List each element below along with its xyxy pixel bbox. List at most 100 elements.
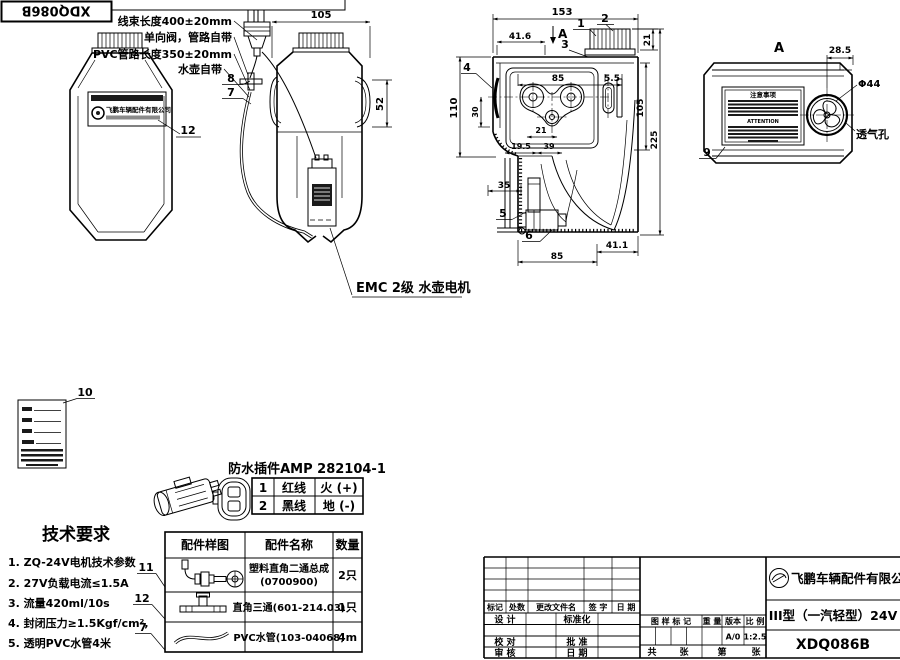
tech-title: 技术要求 [42,524,110,545]
view-front-bottle: 飞鹏车辆配件有限公司 12 [69,32,201,241]
callout-6: 6 [525,229,533,242]
dim-28-5: 28.5 [829,46,851,56]
wire-table: 1 红线 火 (+) 2 黑线 地 (-) [251,477,364,515]
check-valve [239,72,263,91]
part1-code: (0700900) [260,577,318,588]
parts-table: 配件样图 配件名称 数量 塑料直角二通总成 (0700900) 2只 直角三通(… [133,531,363,653]
emc-motor-label: EMC 2级 水壶电机 [356,280,470,296]
dim-110: 110 [449,98,460,119]
bottle-label: 飞鹏车辆配件有限公司 [87,91,171,127]
label-logo-icon [91,106,105,120]
nameplate-fields [21,407,63,466]
vent-fan [800,88,854,142]
tb-no: 第 [717,646,726,658]
tb-review: 审 核 [494,647,515,659]
tech-item-4: 4. 封闭压力≥1.5Kgf/cm², [8,616,149,630]
callout-8: 8 [227,72,235,85]
parts-header-qty: 数量 [335,537,359,552]
tech-item-3: 3. 流量420ml/10s [8,596,110,610]
dim-105: 105 [311,10,332,21]
tech-item-5: 5. 透明PVC水管4米 [8,636,112,650]
rev-header-date: 日 期 [617,602,636,612]
tb-weight: 重 量 [703,616,722,626]
callout-4: 4 [463,61,471,74]
tb-scale: 比 例 [746,616,765,626]
wire-row2-no: 2 [259,499,267,513]
dim-105: 105 [636,99,646,118]
rev-header-sign: 签 字 [588,602,608,612]
tb-scale-value: 1:2.5 [744,633,767,642]
part1-qty: 2只 [338,569,357,582]
wire-row1-wire: 红线 [282,480,306,495]
rev-header-mark: 标记 [486,602,503,612]
label-company-text: 飞鹏车辆配件有限公司 [106,105,171,114]
callout-7b: 7 [139,621,147,634]
model-name: III型（一汽轻型）24V [769,608,898,623]
company-logo-icon [769,568,789,588]
company-block: 飞鹏车辆配件有限公司 III型（一汽轻型）24V XDQ086B [766,568,900,653]
pump-motor [307,154,337,227]
tb-version: 版本 [724,616,741,626]
annotation-valve: 单向阀，管路自带 [144,30,232,44]
section-arrow-label: A [558,27,568,41]
view-a: A 注意事项 ATTENTION 28.5 Φ44 透气孔 9 [699,41,889,164]
rev-header-file: 更改文件名 [536,602,576,612]
part-row-2: 直角三通(601-214.03) 1只 [179,592,357,614]
part2-name: 直角三通(601-214.03) [233,601,346,614]
tb-sheet: 张 [679,646,689,658]
wire-row1-pol: 火 (+) [320,481,357,495]
wire-row2-pol: 地 (-) [323,498,355,513]
dim-19-5: 19.5 [511,142,531,151]
part3-qty: 4m [338,631,357,644]
annotation-harness: 线束长度400±20mm [118,14,232,28]
part-row-1: 塑料直角二通总成 (0700900) 2只 [181,559,357,588]
dim-39: 39 [543,142,555,151]
callout-3: 3 [561,38,569,51]
parts-header-name: 配件名称 [265,537,313,552]
callout-5: 5 [499,207,507,220]
corner-stamp-text: XDQ086B [22,3,91,18]
part-row-3: PVC水管(103-04068) 4m [173,631,357,645]
dim-85: 85 [552,74,565,84]
callout-10: 10 [77,386,93,399]
plug-drawing [153,476,222,516]
callout-7: 7 [227,86,235,99]
tb-date: 日 期 [566,647,587,659]
parts-header-img: 配件样图 [181,537,229,552]
dim-225: 225 [650,131,660,150]
tech-requirements: 技术要求 1. ZQ-24V电机技术参数 2. 27V负载电流≤1.5A 3. … [8,524,149,650]
dim-35: 35 [498,181,511,191]
warning-attention: ATTENTION [747,119,779,125]
callout-9: 9 [703,146,711,159]
tb-mark: 图 样 标 记 [651,616,691,626]
vent-hole-label: 透气孔 [856,127,889,141]
drawing-number: XDQ086B [796,637,870,653]
connector-detail: 防水插件AMP 282104-1 1 红线 火 (+) 2 黑线 地 (-) [153,461,386,521]
callout-12b: 12 [134,592,149,605]
tb-version-value: A/0 [726,633,741,642]
dim-5-5: 5.5 [604,74,620,84]
title-block: 标记 处数 更改文件名 签 字 日 期 设 计 标准化 校 对 批 准 审 核 … [483,556,900,659]
elbow-fitting-drawing [181,559,244,588]
wire-row1-no: 1 [259,481,267,495]
part3-name: PVC水管(103-04068) [233,631,344,644]
tb-standardize: 标准化 [562,614,590,626]
tb-total: 共 [647,646,656,658]
tb-sheet2: 张 [751,646,761,658]
dim-21-top: 21 [643,34,653,47]
view-side-bottle-motor: 105 52 线束长度400±20mm 单向阀，管路自带 PVC管路长度350±… [93,9,470,298]
tb-approve: 批 准 [566,636,587,648]
part2-qty: 1只 [338,601,357,614]
dim-30: 30 [471,106,480,118]
callout-1: 1 [577,17,585,30]
dim-52: 52 [375,97,386,111]
wire-row2-wire: 黑线 [282,498,306,513]
plug-face-drawing [212,477,251,521]
tee-fitting-drawing [179,592,227,613]
nameplate-card: 10 [17,386,95,469]
tech-item-1: 1. ZQ-24V电机技术参数 [8,555,137,569]
annotation-kettle: 水壶自带 [178,62,222,76]
harness-connector [243,9,271,57]
